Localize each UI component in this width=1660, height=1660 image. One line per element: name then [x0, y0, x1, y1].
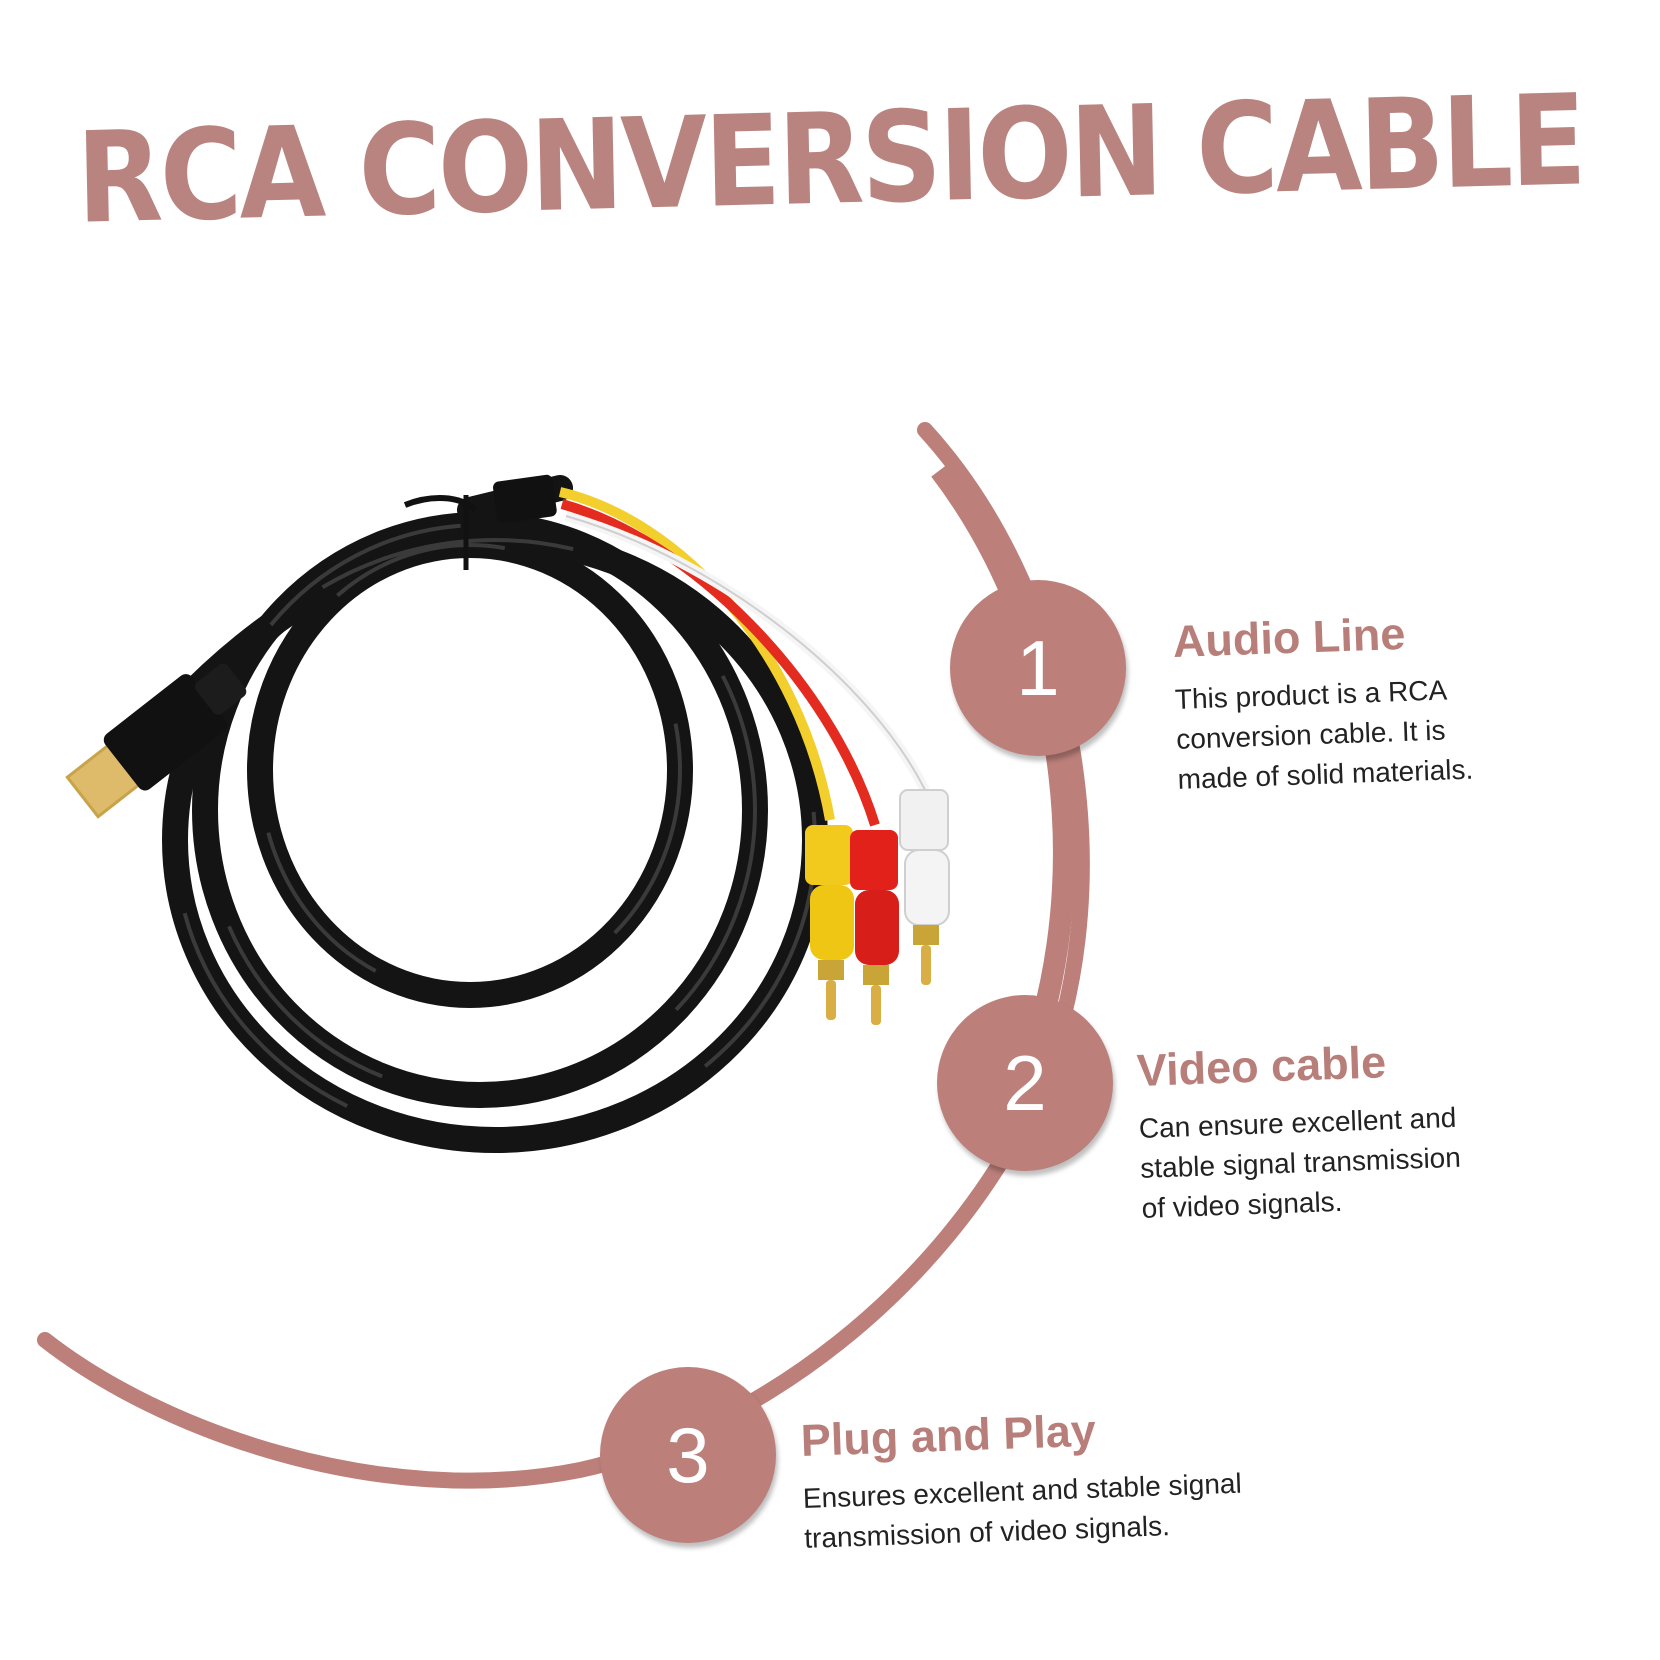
step-2: Video cable Can ensure excellent and sta… — [1136, 1034, 1463, 1229]
step-number-1: 1 — [950, 580, 1126, 756]
step-number-2: 2 — [937, 995, 1113, 1171]
step-3: Plug and Play Ensures excellent and stab… — [800, 1400, 1244, 1559]
step-number-3: 3 — [600, 1367, 776, 1543]
step-1-title: Audio Line — [1172, 607, 1407, 667]
step-2-title: Video cable — [1136, 1036, 1387, 1096]
step-2-desc: Can ensure excellent and stable signal t… — [1138, 1101, 1462, 1224]
step-1: Audio Line This product is a RCA convers… — [1172, 606, 1474, 800]
step-1-desc: This product is a RCA conversion cable. … — [1174, 674, 1474, 795]
step-3-desc: Ensures excellent and stable signal tran… — [802, 1467, 1243, 1554]
